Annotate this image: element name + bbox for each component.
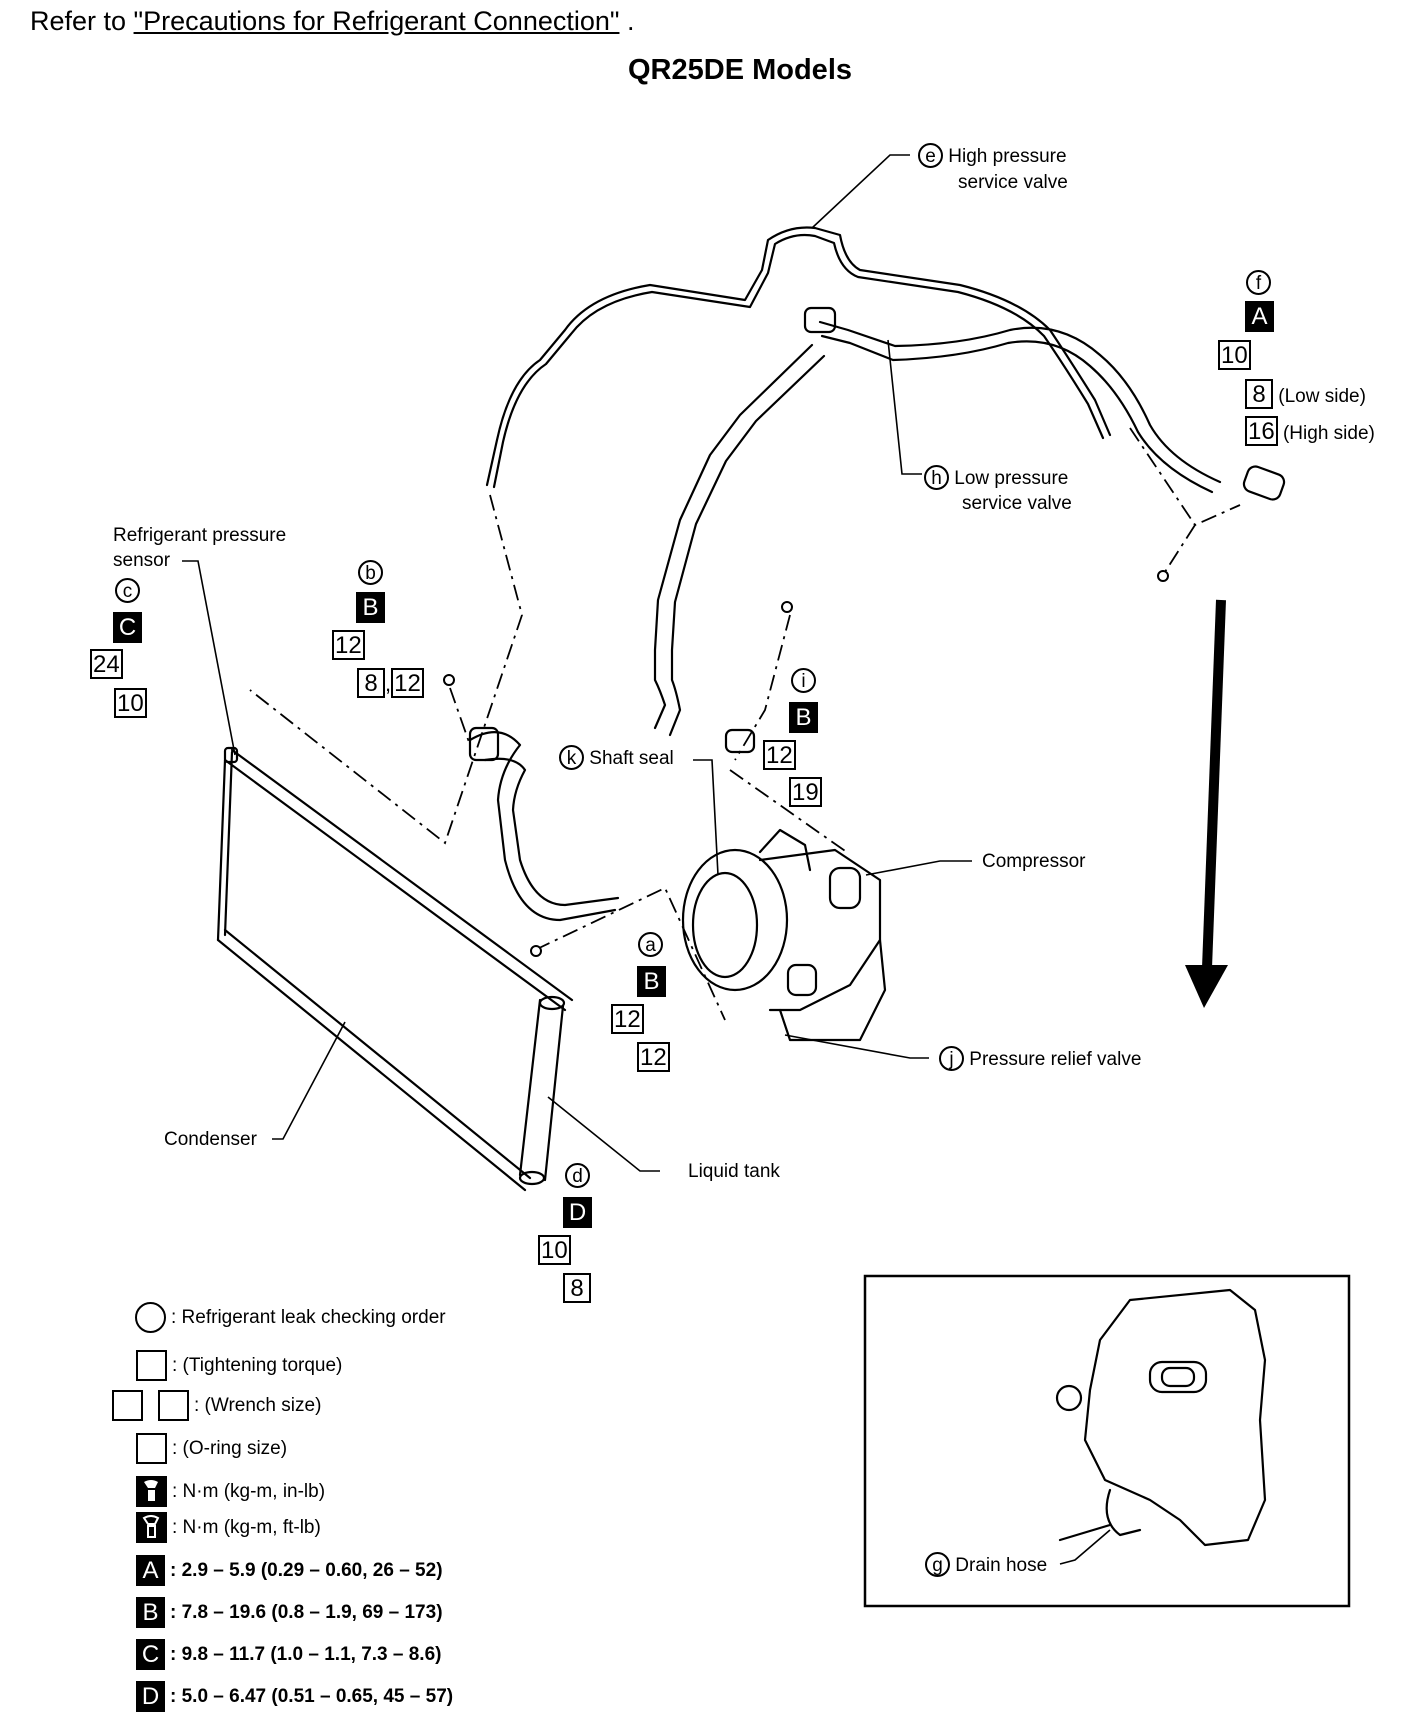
callout-f-low: 8 (Low side): [1245, 379, 1366, 409]
legend-leak-order: : Refrigerant leak checking order: [135, 1302, 446, 1333]
callout-d-wrench: 10: [538, 1235, 571, 1265]
callout-g-marker: g: [925, 1552, 950, 1577]
callout-b-marker: b: [358, 560, 383, 585]
legend-nm-inlb-text: : N·m (kg-m, in-lb): [172, 1481, 326, 1502]
callout-a-marker: a: [638, 932, 663, 957]
callout-a-wrench: 12: [611, 1004, 644, 1034]
callout-k-label: Shaft seal: [589, 748, 674, 769]
callout-k: k Shaft seal: [559, 745, 674, 771]
callout-d-marker: d: [565, 1163, 590, 1188]
callout-e-marker: e: [918, 143, 943, 168]
precautions-link[interactable]: "Precautions for Refrigerant Connection": [133, 6, 620, 36]
legend-item-b: B : 7.8 – 19.6 (0.8 – 1.9, 69 – 173): [136, 1597, 443, 1628]
callout-f-marker: f: [1246, 270, 1271, 295]
legend-item-d: D : 5.0 – 6.47 (0.51 – 0.65, 45 – 57): [136, 1681, 453, 1712]
legend-value-b: : 7.8 – 19.6 (0.8 – 1.9, 69 – 173): [170, 1602, 443, 1623]
pressure-sensor-label1: Refrigerant pressure: [113, 525, 287, 546]
callout-g: g Drain hose: [925, 1552, 1047, 1578]
legend-key-c: C: [136, 1639, 165, 1670]
legend-item-c: C : 9.8 – 11.7 (1.0 – 1.1, 7.3 – 8.6): [136, 1639, 441, 1670]
legend-nm-ftlb-text: : N·m (kg-m, ft-lb): [172, 1517, 321, 1538]
callout-k-marker: k: [559, 745, 584, 770]
callout-c-wrench2: 10: [114, 688, 147, 718]
callout-a-oring: 12: [637, 1042, 670, 1072]
legend-nm-inlb: : N·m (kg-m, in-lb): [136, 1476, 325, 1507]
callout-e-label2: service valve: [958, 172, 1068, 193]
legend-value-d: : 5.0 – 6.47 (0.51 – 0.65, 45 – 57): [170, 1686, 454, 1707]
callout-b-wrench: 12: [332, 630, 365, 660]
callout-c-marker: c: [115, 578, 140, 603]
callout-e: e High pressure: [918, 143, 1067, 169]
legend-value-a: : 2.9 – 5.9 (0.29 – 0.60, 26 – 52): [170, 1560, 443, 1581]
callout-j-label: Pressure relief valve: [969, 1049, 1142, 1070]
refer-suffix: .: [619, 6, 635, 36]
callout-c-torque: C: [113, 612, 142, 643]
callout-f-low-label: (Low side): [1278, 386, 1366, 407]
callout-h-label1: Low pressure: [954, 468, 1069, 489]
legend-oring-text: : (O-ring size): [172, 1438, 288, 1459]
callout-i-marker: i: [791, 668, 816, 693]
callout-c-wrench1: 24: [90, 649, 123, 679]
callout-i-torque: B: [789, 702, 818, 733]
legend-value-c: : 9.8 – 11.7 (1.0 – 1.1, 7.3 – 8.6): [170, 1644, 442, 1665]
callout-d-torque: D: [563, 1197, 592, 1228]
callout-h-label2: service valve: [962, 493, 1072, 514]
torque-wrench-icon: [136, 1476, 167, 1507]
empty-box-icon: [136, 1433, 167, 1464]
callout-d-oring: 8: [563, 1273, 591, 1303]
legend-leak-text: : Refrigerant leak checking order: [171, 1307, 446, 1328]
legend-key-a: A: [136, 1555, 165, 1586]
legend-oring: : (O-ring size): [136, 1433, 287, 1464]
callout-h-marker: h: [924, 465, 949, 490]
empty-box-icon: [136, 1350, 167, 1381]
callout-i-oring: 19: [789, 777, 822, 807]
callout-b-comma: ,: [385, 671, 392, 696]
callout-h: h Low pressure: [924, 465, 1068, 491]
callout-e-label1: High pressure: [948, 146, 1067, 167]
legend-wrench-text: : (Wrench size): [194, 1395, 322, 1416]
legend-tightening: : (Tightening torque): [136, 1350, 342, 1381]
callout-b-torque: B: [356, 592, 385, 623]
legend-tightening-text: : (Tightening torque): [172, 1355, 343, 1376]
callout-j: j Pressure relief valve: [939, 1046, 1141, 1072]
callout-b-oring: 8: [357, 668, 385, 698]
empty-circle-icon: [135, 1302, 166, 1333]
legend-key-d: D: [136, 1681, 165, 1712]
liquid-tank-label: Liquid tank: [688, 1161, 780, 1182]
refer-prefix: Refer to: [30, 6, 134, 36]
legend-nm-ftlb: : N·m (kg-m, ft-lb): [136, 1512, 321, 1543]
callout-b-oring2: 12: [391, 668, 424, 698]
callout-f-oring-low: 8: [1245, 379, 1273, 409]
legend-item-a: A : 2.9 – 5.9 (0.29 – 0.60, 26 – 52): [136, 1555, 443, 1586]
compressor-label: Compressor: [982, 851, 1086, 872]
refer-note: Refer to "Precautions for Refrigerant Co…: [30, 6, 634, 37]
callout-g-label: Drain hose: [955, 1555, 1048, 1576]
callout-a-torque: B: [637, 966, 666, 997]
condenser-label: Condenser: [164, 1129, 257, 1150]
empty-box-icon: [158, 1390, 189, 1421]
callout-i-wrench: 12: [763, 740, 796, 770]
pressure-sensor-label2: sensor: [113, 550, 171, 571]
callout-f-oring-high: 16: [1245, 416, 1278, 446]
legend-key-b: B: [136, 1597, 165, 1628]
callout-f-high: 16 (High side): [1245, 416, 1375, 446]
empty-box-icon: [112, 1390, 143, 1421]
callout-f-wrench: 10: [1218, 340, 1251, 370]
callout-f-torque: A: [1245, 301, 1274, 332]
callout-f-high-label: (High side): [1282, 423, 1375, 444]
torque-wrench-icon: [136, 1512, 167, 1543]
page-title: QR25DE Models: [628, 54, 852, 86]
legend-wrench: : (Wrench size): [112, 1390, 321, 1421]
callout-j-marker: j: [939, 1046, 964, 1071]
